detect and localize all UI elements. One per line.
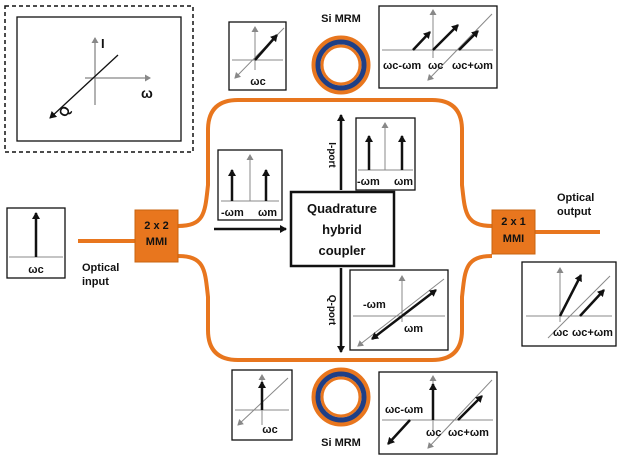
bottom-left-wc-label: ωc (262, 424, 277, 436)
spectrum-q-port: -ωm ωm (349, 269, 449, 351)
i-port-pos-label: ωm (394, 176, 413, 188)
upper-sideband-arrow (457, 395, 483, 421)
spectrum-input: ωc (6, 207, 66, 279)
spectrum-top-left: ωc (228, 21, 287, 91)
optical-output-line2: output (557, 206, 592, 218)
spectrum-i-port: -ωm ωm (355, 117, 416, 191)
bottom-right-upper-label: ωc+ωm (448, 427, 489, 439)
spectrum-modulation-input: -ωm ωm (217, 149, 283, 221)
bottom-ring-resonator: Si MRM (311, 367, 371, 449)
q-port-pos-label: ωm (404, 323, 423, 335)
optical-output-line1: Optical (557, 192, 594, 204)
waveguides (78, 98, 600, 362)
top-right-carrier-label: ωc (428, 60, 443, 72)
coupler-line3: coupler (319, 243, 366, 258)
output-carrier-label: ωc (553, 327, 568, 339)
bottom-right-carrier-label: ωc (426, 427, 441, 439)
carrier-arrow (432, 24, 459, 51)
coupler-line2: hybrid (322, 222, 362, 237)
top-ring-label: Si MRM (321, 13, 361, 25)
q-port-neg-label: -ωm (363, 299, 386, 311)
mmi-2x2: 2 x 2 MMI (134, 209, 179, 263)
mmi-2x1-line2: MMI (503, 233, 524, 245)
upper-sideband-arrow (579, 289, 605, 317)
optical-input-line1: Optical (82, 262, 119, 274)
i-port-label: I-port (326, 142, 337, 168)
signal-arrows (214, 114, 345, 353)
input-wc-label: ωc (28, 264, 43, 276)
mod-in-neg-label: -ωm (221, 207, 244, 219)
bottom-ring-label: Si MRM (321, 437, 361, 449)
i-port-neg-label: -ωm (357, 176, 380, 188)
carrier-arrow (254, 34, 278, 61)
mmi-2x2-line2: MMI (146, 236, 167, 248)
carrier-arrow (558, 274, 583, 317)
coupler-line1: Quadrature (307, 201, 377, 216)
legend-i-label: I (101, 36, 105, 51)
top-left-wc-label: ωc (250, 76, 265, 88)
lower-sideband-arrow (387, 419, 411, 445)
top-right-lower-label: ωc-ωm (383, 60, 421, 72)
quadrature-hybrid-coupler: Quadrature hybrid coupler (289, 190, 396, 268)
upper-sideband-arrow (458, 30, 479, 51)
pos-wm-arrow (401, 289, 437, 317)
legend-omega-label: ω (141, 85, 153, 101)
q-port-label: Q-port (326, 295, 337, 326)
spectrum-bottom-right: ωc-ωm ωc ωc+ωm (378, 371, 498, 455)
spectrum-output: ωc ωc+ωm (521, 261, 617, 347)
mmi-2x1: 2 x 1 MMI (491, 209, 536, 255)
mod-in-pos-label: ωm (258, 207, 277, 219)
mmi-2x2-line1: 2 x 2 (144, 220, 168, 232)
neg-wm-arrow (371, 315, 403, 340)
spectrum-bottom-left: ωc (231, 369, 293, 441)
mmi-2x1-line1: 2 x 1 (501, 216, 525, 228)
axes-legend: I ω Q (4, 5, 194, 153)
top-ring-resonator: Si MRM (311, 13, 371, 95)
output-upper-label: ωc+ωm (572, 327, 613, 339)
bottom-right-lower-label: ωc-ωm (385, 404, 423, 416)
top-right-upper-label: ωc+ωm (452, 60, 493, 72)
lower-sideband-arrow (412, 31, 431, 51)
spectrum-top-right: ωc-ωm ωc ωc+ωm (378, 5, 498, 89)
optical-input-line2: input (82, 276, 109, 288)
